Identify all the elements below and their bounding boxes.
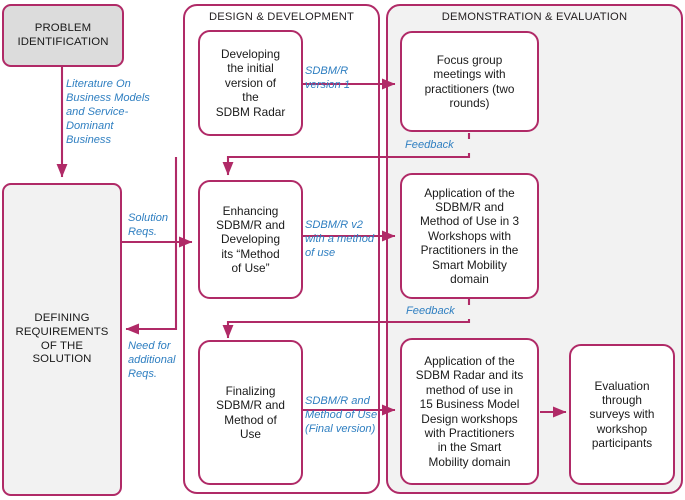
node-label: DEFINING REQUIREMENTS OF THE SOLUTION bbox=[15, 311, 109, 366]
edge-label-feedback-middle: Feedback bbox=[406, 305, 486, 319]
node-application-3-workshops[interactable]: Application of the SDBM/R and Method of … bbox=[400, 173, 539, 299]
edge-label-sdbmr-final-version: SDBM/R and Method of Use (Final version) bbox=[305, 395, 378, 435]
node-label: Evaluation through surveys with workshop… bbox=[589, 378, 655, 451]
node-label: Developing the initial version of the SD… bbox=[215, 47, 286, 119]
edge-label-sdbmr-version-1: SDBM/R version 1 bbox=[305, 65, 351, 91]
node-focus-group-meetings[interactable]: Focus group meetings with practitioners … bbox=[400, 31, 539, 132]
node-label: Focus group meetings with practitioners … bbox=[424, 52, 515, 110]
node-label: PROBLEM IDENTIFICATION bbox=[17, 21, 109, 48]
node-label: Enhancing SDBM/R and Developing its “Met… bbox=[216, 203, 285, 276]
edge-label-feedback-top: Feedback bbox=[405, 139, 485, 153]
edge-label-literature-on-business-models: Literature On Business Models and Servic… bbox=[66, 78, 150, 146]
edge-need-additional-reqs bbox=[125, 157, 178, 335]
phase-title-demonstration-evaluation: DEMONSTRATION & EVALUATION bbox=[441, 11, 628, 23]
node-label: Application of the SDBM/R and Method of … bbox=[419, 185, 520, 286]
node-enhancing-sdbmr[interactable]: Enhancing SDBM/R and Developing its “Met… bbox=[198, 180, 303, 299]
node-finalizing-sdbmr[interactable]: Finalizing SDBM/R and Method of Use bbox=[198, 340, 303, 485]
node-label: Application of the SDBM Radar and its me… bbox=[415, 353, 524, 469]
phase-title-design-development: DESIGN & DEVELOPMENT bbox=[208, 11, 355, 23]
node-defining-requirements[interactable]: DEFINING REQUIREMENTS OF THE SOLUTION bbox=[2, 183, 122, 496]
node-problem-identification[interactable]: PROBLEM IDENTIFICATION bbox=[2, 4, 124, 67]
edge-label-sdbmr-v2-method: SDBM/R v2 with a method of use bbox=[305, 219, 375, 259]
edge-label-solution-reqs: Solution Reqs. bbox=[128, 212, 169, 238]
node-evaluation-surveys[interactable]: Evaluation through surveys with workshop… bbox=[569, 344, 675, 485]
node-developing-initial-version[interactable]: Developing the initial version of the SD… bbox=[198, 30, 303, 136]
edge-label-need-additional-reqs: Need for additional Reqs. bbox=[128, 340, 176, 380]
node-label: Finalizing SDBM/R and Method of Use bbox=[216, 383, 285, 441]
node-application-15-workshops[interactable]: Application of the SDBM Radar and its me… bbox=[400, 338, 539, 485]
